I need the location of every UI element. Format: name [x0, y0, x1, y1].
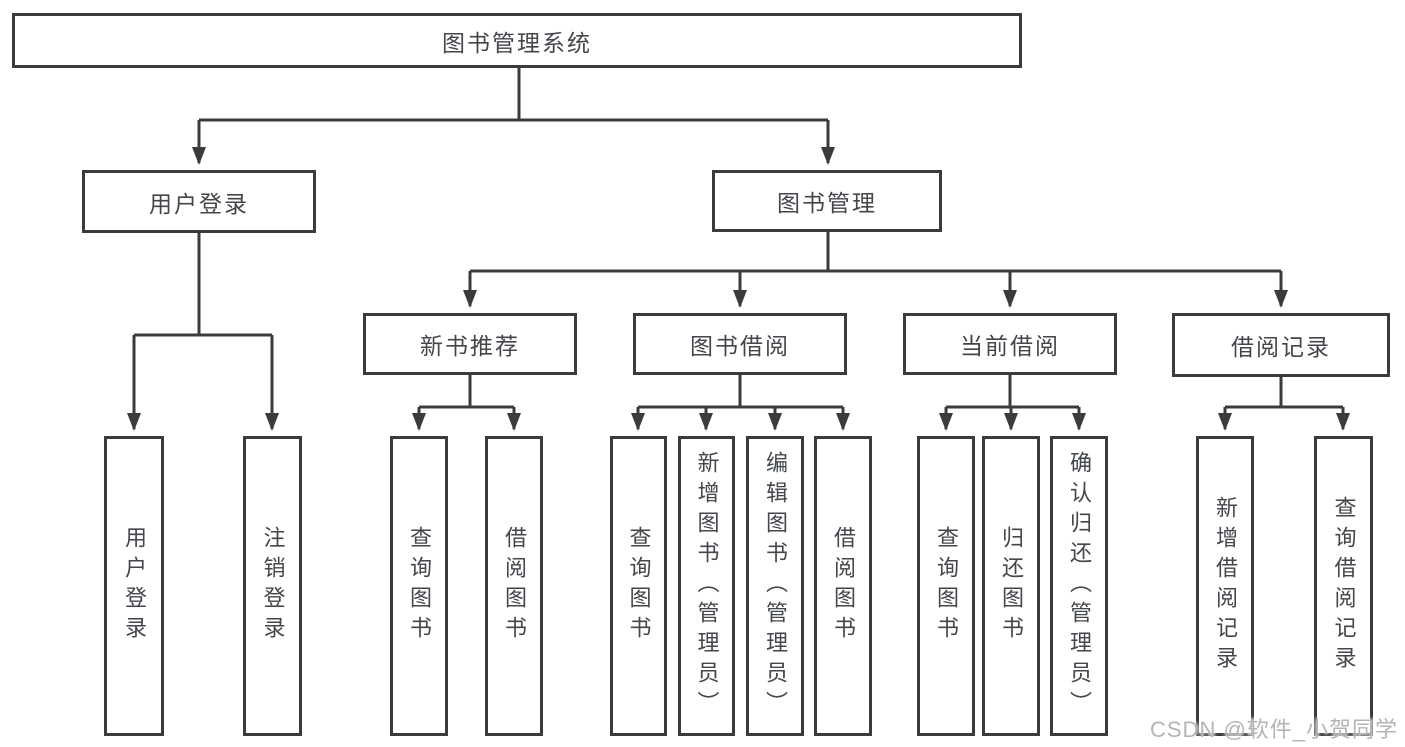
node-book-borrowing: 图书借阅: [633, 313, 847, 375]
node-new-book-recommendation: 新书推荐: [363, 313, 577, 375]
node-book-management: 图书管理: [712, 170, 942, 232]
connector-user-login-children: [127, 233, 279, 431]
node-current-borrowing: 当前借阅: [903, 313, 1117, 375]
leaf-borrow-edit-books-admin: 编辑图书（管理员）: [746, 436, 804, 736]
connector-borrow-records-children: [1218, 375, 1350, 431]
leaf-records-add-record: 新增借阅记录: [1196, 436, 1254, 736]
node-library-system: 图书管理系统: [12, 13, 1022, 68]
leaf-user-login: 用户登录: [104, 436, 164, 736]
leaf-borrow-add-books-admin: 新增图书（管理员）: [678, 436, 735, 736]
connector-book-mgmt-to-level2: [463, 232, 1288, 308]
connector-book-borrow-children: [631, 375, 850, 431]
leaf-logout-login: 注销登录: [243, 436, 302, 736]
node-user-login: 用户登录: [82, 170, 316, 233]
leaf-records-query-record: 查询借阅记录: [1314, 436, 1373, 736]
leaf-recommend-borrow-books: 借阅图书: [485, 436, 543, 736]
leaf-current-return-books: 归还图书: [982, 436, 1040, 736]
connector-new-book-children: [412, 375, 521, 431]
leaf-current-query-books: 查询图书: [917, 436, 975, 736]
leaf-current-confirm-return-admin: 确认归还（管理员）: [1050, 436, 1108, 736]
connector-root-to-level1: [192, 67, 835, 165]
leaf-recommend-query-books: 查询图书: [390, 436, 448, 736]
connector-current-borrow-children: [939, 375, 1086, 431]
leaf-borrow-query-books: 查询图书: [610, 436, 667, 736]
csdn-watermark: CSDN @软件_小贺同学: [1150, 717, 1399, 742]
node-borrowing-records: 借阅记录: [1172, 313, 1390, 377]
leaf-borrow-borrow-books: 借阅图书: [814, 436, 872, 736]
